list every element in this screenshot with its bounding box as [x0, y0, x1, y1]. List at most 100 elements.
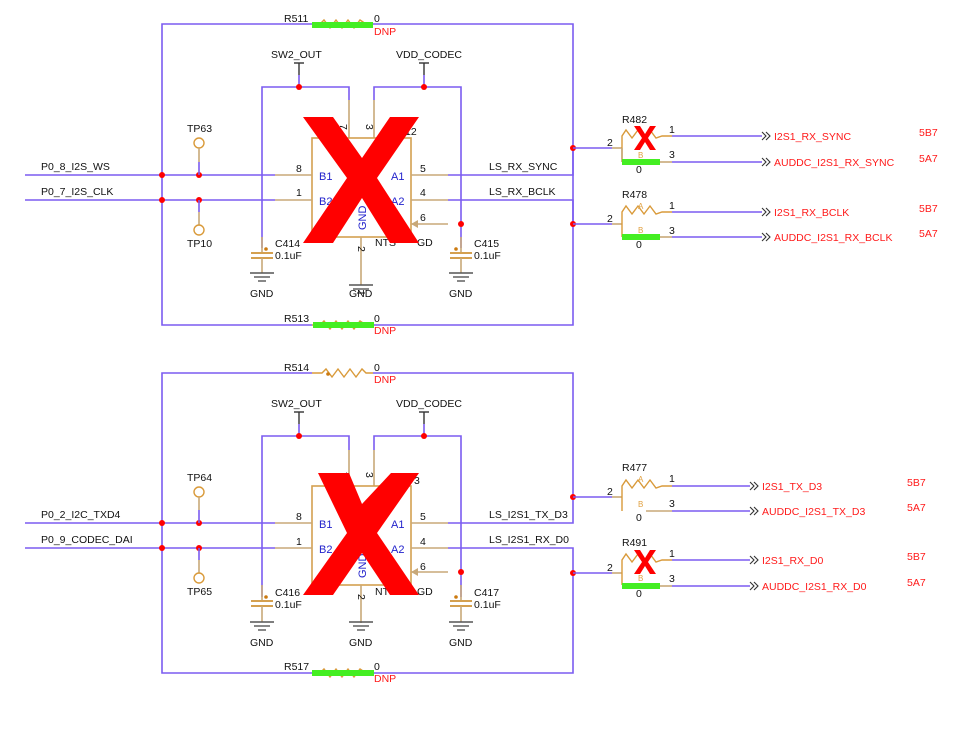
testpoint-tp63[interactable]: TP63 — [187, 123, 212, 175]
r477-value: 0 — [636, 512, 642, 524]
r517-ref: R517 — [284, 661, 309, 673]
gnd-symbol: GND — [449, 621, 473, 649]
c414-ref: C414 — [275, 238, 300, 250]
resistor-r514[interactable]: R514 0 DNP — [284, 362, 396, 386]
junction — [159, 172, 165, 178]
r482-pin1: 1 — [669, 124, 675, 136]
r513-ref: R513 — [284, 313, 309, 325]
power-sw2-out: SW2_OUT — [271, 49, 322, 87]
capacitor-c415[interactable]: C415 0.1uF — [450, 237, 501, 273]
offpage-label: I2S1_RX_BCLK — [774, 207, 849, 219]
offpage-auddc-i2s1-rx-sync[interactable]: AUDDC_I2S1_RX_SYNC 5A7 — [761, 153, 938, 169]
junction — [458, 221, 464, 227]
net-label-in1: P0_2_I2C_TXD4 — [41, 509, 121, 521]
ic-u12[interactable]: 8 1 5 4 6 2 7 3 B1 B2 A1 A2 GND 12 NTS G… — [275, 100, 448, 285]
pin-num-gnd: 2 — [355, 246, 367, 252]
pin-num-a2: 4 — [420, 187, 426, 199]
pin-name-b1: B1 — [319, 519, 332, 531]
offpage-i2s1-rx-d0[interactable]: I2S1_RX_D0 5B7 — [749, 551, 926, 567]
pin-name-b1: B1 — [319, 171, 332, 183]
resistor-r517[interactable]: R517 0 DNP — [284, 661, 396, 685]
wire-vccb — [261, 435, 350, 597]
gnd-label: GND — [250, 288, 274, 300]
testpoint-tp10[interactable]: TP10 — [187, 200, 212, 250]
offpage-auddc-i2s1-tx-d3[interactable]: AUDDC_I2S1_TX_D3 5A7 — [749, 502, 926, 518]
pin-num-b2: 1 — [296, 536, 302, 548]
capacitor-c414[interactable]: C414 0.1uF — [251, 237, 302, 273]
jumper-r482[interactable]: R482 2 1 3 B 0 — [573, 114, 675, 176]
r513-value: 0 — [374, 313, 380, 325]
pin-num-oe: 6 — [420, 561, 426, 573]
r477-ref: R477 — [622, 462, 647, 474]
c415-value: 0.1uF — [474, 250, 501, 262]
capacitor-c417[interactable]: C417 0.1uF — [450, 585, 501, 622]
r517-dnp: DNP — [374, 673, 396, 685]
r477-b-label: B — [638, 500, 643, 509]
junction — [421, 84, 427, 90]
c414-value: 0.1uF — [275, 250, 302, 262]
offpage-label: AUDDC_I2S1_RX_SYNC — [774, 157, 895, 169]
junction — [296, 84, 302, 90]
offpage-i2s1-rx-sync[interactable]: I2S1_RX_SYNC 5B7 — [761, 127, 938, 143]
pin-num-a2: 4 — [420, 536, 426, 548]
r517-value: 0 — [374, 661, 380, 673]
ic-part-tail: GD — [417, 586, 433, 598]
tp64-label: TP64 — [187, 472, 212, 484]
capacitor-c416[interactable]: C416 0.1uF — [251, 585, 302, 622]
r482-b-label: B — [638, 151, 643, 160]
gnd-label: GND — [250, 637, 274, 649]
junction — [296, 433, 302, 439]
pin-name-b2: B2 — [319, 544, 332, 556]
dnp-x-mark — [634, 550, 656, 574]
offpage-ref: 5A7 — [919, 228, 938, 240]
r482-ref: R482 — [622, 114, 647, 126]
testpoint-tp64[interactable]: TP64 — [187, 472, 212, 523]
wire-vcca — [373, 435, 462, 597]
offpage-label: I2S1_TX_D3 — [762, 481, 822, 493]
r513-dnp: DNP — [374, 325, 396, 337]
tp65-label: TP65 — [187, 586, 212, 598]
r482-pin3: 3 — [669, 149, 675, 161]
resistor-r511[interactable]: R511 0 DNP — [284, 13, 396, 38]
offpage-ref: 5A7 — [919, 153, 938, 165]
power-vdd-codec: VDD_CODEC — [396, 398, 462, 436]
offpage-auddc-i2s1-rx-d0[interactable]: AUDDC_I2S1_RX_D0 5A7 — [749, 577, 926, 593]
junction — [458, 569, 464, 575]
pin-num-vcca: 3 — [363, 124, 375, 130]
offpage-auddc-i2s1-rx-bclk[interactable]: AUDDC_I2S1_RX_BCLK 5A7 — [761, 228, 938, 244]
r511-dnp: DNP — [374, 26, 396, 38]
jumper-r491[interactable]: R491 2 1 3 B 0 — [573, 537, 675, 600]
jumper-r478[interactable]: R478 2 1 3 A B 0 — [573, 189, 675, 251]
pin-num-gnd: 2 — [355, 594, 367, 600]
pin-num-oe: 6 — [420, 212, 426, 224]
offpage-ref: 5A7 — [907, 577, 926, 589]
resistor-r513[interactable]: R513 0 DNP — [284, 313, 396, 337]
ic-u13[interactable]: 8 1 5 4 6 2 7 3 B1 B2 A1 A2 GND CA U 3 N… — [275, 450, 448, 623]
ic-ref-tail: 3 — [414, 475, 420, 487]
r478-pin2: 2 — [607, 213, 613, 225]
r514-ref: R514 — [284, 362, 309, 374]
r478-pin3: 3 — [669, 225, 675, 237]
ic-ref: 12 — [405, 126, 417, 138]
jumper-r477[interactable]: R477 2 1 3 A B 0 — [573, 462, 675, 524]
gnd-symbol: GND — [349, 284, 373, 300]
r491-pin3: 3 — [669, 573, 675, 585]
pin-num-b1: 8 — [296, 163, 302, 175]
r514-value: 0 — [374, 362, 380, 374]
junction — [421, 433, 427, 439]
testpoint-tp65[interactable]: TP65 — [187, 548, 212, 598]
r491-b-label: B — [638, 574, 643, 583]
power-sw2-out: SW2_OUT — [271, 398, 322, 436]
c415-ref: C415 — [474, 238, 499, 250]
offpage-i2s1-rx-bclk[interactable]: I2S1_RX_BCLK 5B7 — [761, 203, 938, 219]
net-label-out2: LS_RX_BCLK — [489, 186, 556, 198]
offpage-i2s1-tx-d3[interactable]: I2S1_TX_D3 5B7 — [749, 477, 926, 493]
r491-pin2: 2 — [607, 562, 613, 574]
net-label-out1: LS_RX_SYNC — [489, 161, 558, 173]
junction — [159, 197, 165, 203]
r477-a-label: A — [638, 475, 644, 484]
pin-num-b1: 8 — [296, 511, 302, 523]
pin-name-gnd: GND — [357, 554, 369, 579]
offpage-label: AUDDC_I2S1_RX_D0 — [762, 581, 867, 593]
r491-ref: R491 — [622, 537, 647, 549]
